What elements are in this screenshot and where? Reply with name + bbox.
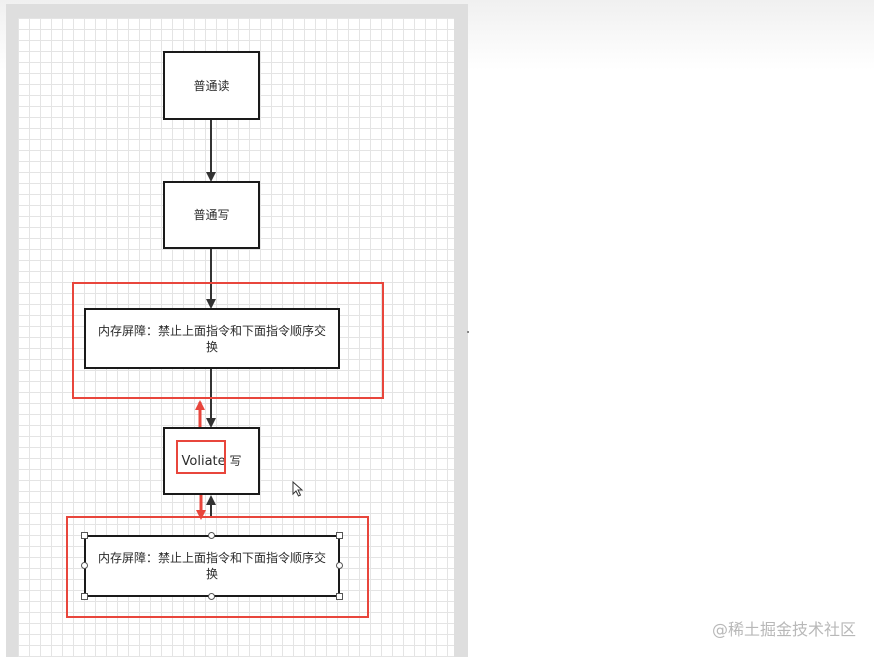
resize-handle-right[interactable] xyxy=(336,562,343,569)
resize-handle-top-left[interactable] xyxy=(81,532,88,539)
resize-handle-top[interactable] xyxy=(208,532,215,539)
node-normal-write[interactable]: 普通写 xyxy=(163,181,260,249)
highlight-barrier-bottom xyxy=(66,516,369,618)
volatile-keyword: Voliate xyxy=(181,453,226,469)
highlight-volatile-keyword xyxy=(176,440,226,474)
node-volatile-write-label: Voliate 写 xyxy=(182,453,242,470)
node-memory-barrier-top-label: 内存屏障：禁止上面指令和下面指令顺序交换 xyxy=(98,323,327,354)
resize-handle-bottom-left[interactable] xyxy=(81,593,88,600)
watermark: @稀土掘金技术社区 xyxy=(711,620,856,639)
node-memory-barrier-bottom-label: 内存屏障：禁止上面指令和下面指令顺序交换 xyxy=(98,551,327,581)
stray-dot xyxy=(467,331,469,333)
node-memory-barrier-top[interactable]: 内存屏障：禁止上面指令和下面指令顺序交换 xyxy=(84,308,340,369)
resize-handle-bottom[interactable] xyxy=(208,593,215,600)
node-volatile-write[interactable]: Voliate 写 xyxy=(163,427,260,495)
mouse-pointer-icon xyxy=(292,481,304,497)
node-normal-read[interactable]: 普通读 xyxy=(163,51,260,120)
highlight-barrier-top xyxy=(72,282,384,399)
node-normal-read-label: 普通读 xyxy=(193,78,230,93)
node-normal-write-label: 普通写 xyxy=(193,208,230,222)
node-memory-barrier-bottom[interactable]: 内存屏障：禁止上面指令和下面指令顺序交换 xyxy=(84,535,340,597)
volatile-suffix: 写 xyxy=(225,453,242,468)
resize-handle-top-right[interactable] xyxy=(336,532,343,539)
resize-handle-bottom-right[interactable] xyxy=(336,593,343,600)
resize-handle-left[interactable] xyxy=(81,562,88,569)
